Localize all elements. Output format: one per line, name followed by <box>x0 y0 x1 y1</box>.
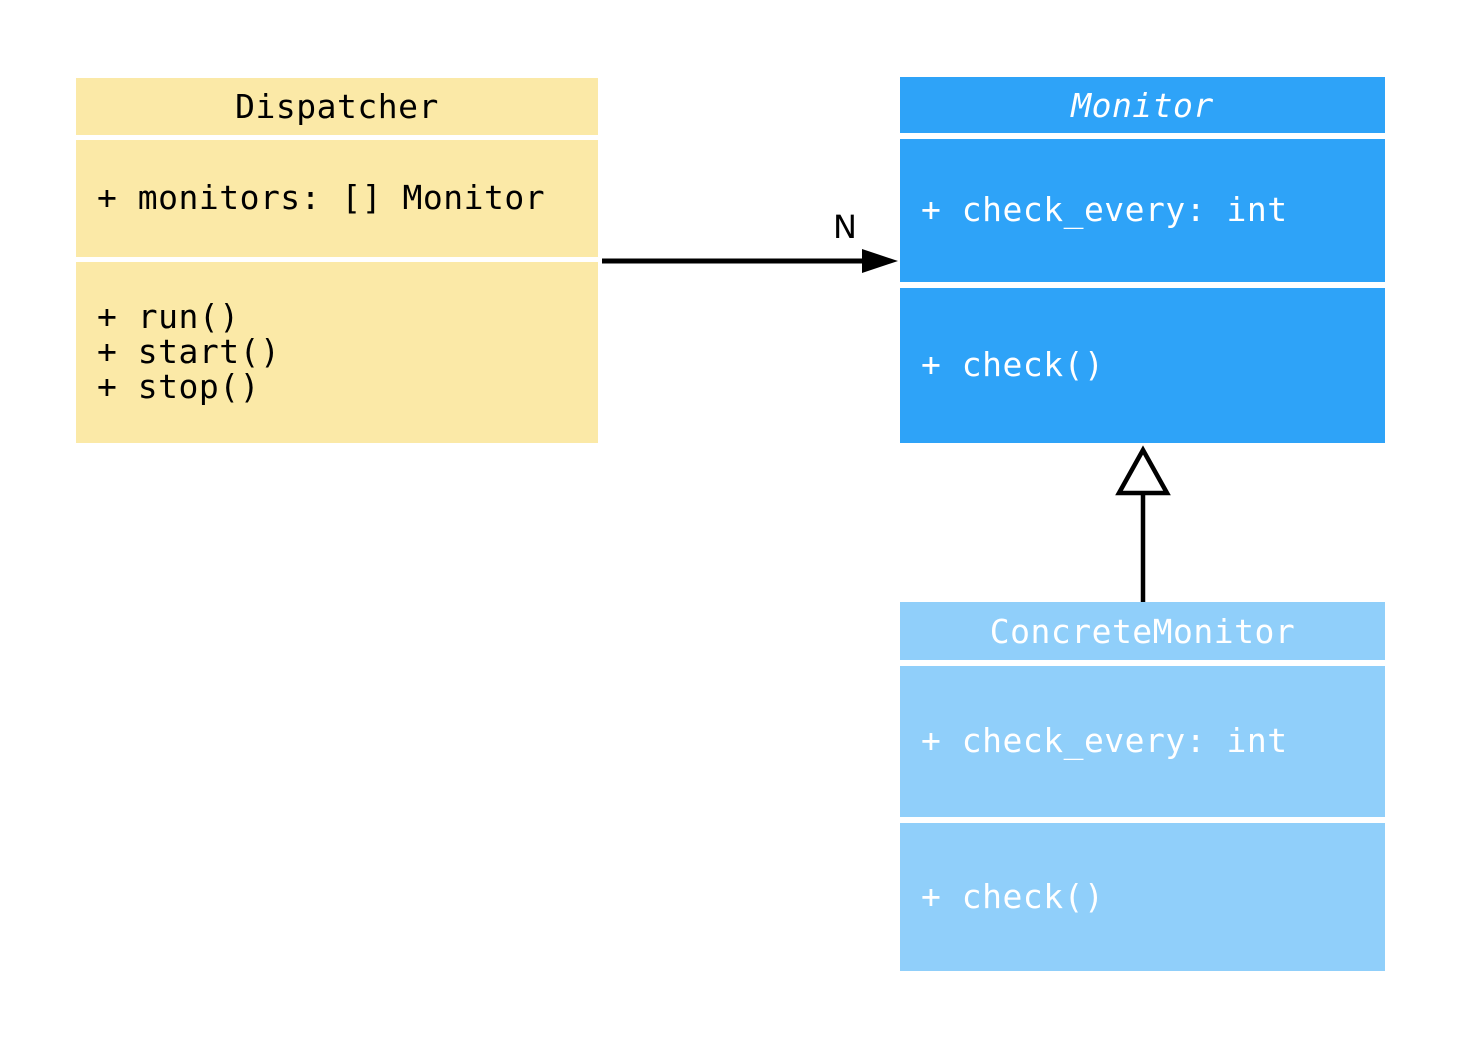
class-box-concrete-monitor[interactable]: ConcreteMonitor + check_every: int + che… <box>900 602 1385 971</box>
multiplicity-label: N <box>833 208 857 246</box>
attribute-item: + check_every: int <box>921 190 1288 230</box>
class-title-monitor: Monitor <box>900 77 1385 133</box>
methods-section-concrete-monitor: + check() <box>900 823 1385 971</box>
method-item: + check() <box>921 345 1105 385</box>
inheritance-triangle-icon <box>1115 445 1171 496</box>
method-item: + stop() <box>97 366 260 406</box>
methods-section-monitor: + check() <box>900 288 1385 443</box>
method-item: + check() <box>921 876 1105 916</box>
association-arrowhead-icon <box>862 249 898 273</box>
class-box-monitor[interactable]: Monitor + check_every: int + check() <box>900 77 1385 443</box>
class-title-concrete-monitor: ConcreteMonitor <box>900 602 1385 660</box>
methods-section-dispatcher: + run() + start() + stop() <box>76 262 598 443</box>
attributes-section-dispatcher: + monitors: [] Monitor <box>76 140 598 257</box>
class-box-dispatcher[interactable]: Dispatcher + monitors: [] Monitor + run(… <box>76 78 598 443</box>
attributes-section-concrete-monitor: + check_every: int <box>900 666 1385 817</box>
attribute-item: + check_every: int <box>921 721 1288 761</box>
method-item: + run() <box>97 297 240 337</box>
method-item: + start() <box>97 332 281 372</box>
attributes-section-monitor: + check_every: int <box>900 139 1385 282</box>
inheritance-arrow[interactable] <box>1115 445 1171 602</box>
class-title-dispatcher: Dispatcher <box>76 78 598 135</box>
association-arrow[interactable] <box>602 249 898 273</box>
attribute-item: + monitors: [] Monitor <box>97 178 546 218</box>
